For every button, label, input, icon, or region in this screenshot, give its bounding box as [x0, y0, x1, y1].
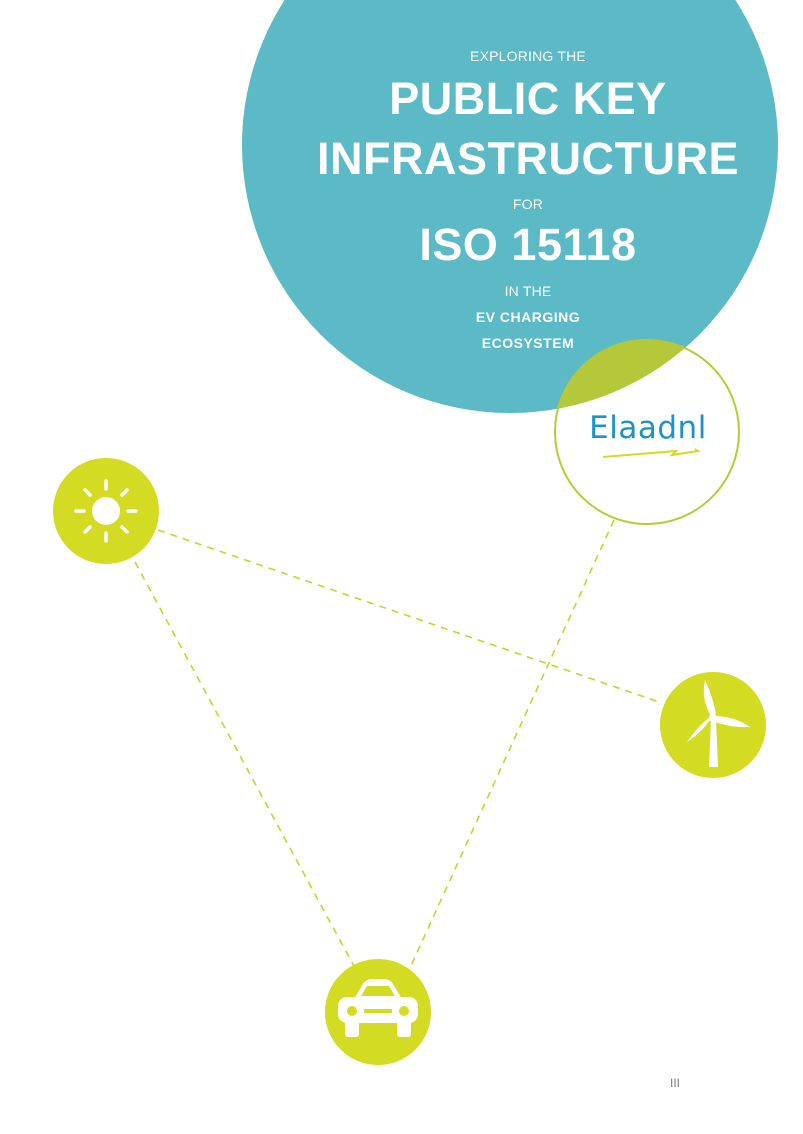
title-line-iso: ISO 15118	[419, 219, 637, 270]
logo-swoosh	[602, 448, 701, 458]
title-line-in-the: IN THE	[504, 283, 552, 299]
line-sun-wind	[157, 529, 663, 704]
car-icon	[325, 959, 431, 1065]
title-line-for: FOR	[512, 196, 544, 212]
title-line-exploring: EXPLORING THE	[470, 48, 586, 64]
wind-turbine-icon	[660, 672, 766, 778]
line-logo-car	[409, 519, 615, 969]
elaadnl-logo: Elaadnl	[589, 410, 707, 446]
line-sun-car	[134, 561, 356, 969]
title-line-ecosystem: ECOSYSTEM	[481, 335, 575, 351]
title-line-public-key: PUBLIC KEY	[389, 73, 667, 124]
title-line-infrastructure: INFRASTRUCTURE	[317, 133, 739, 184]
sun-icon	[53, 458, 159, 564]
title-line-ev-charging: EV CHARGING	[475, 309, 581, 325]
teal-circle	[242, 0, 778, 413]
connection-lines	[134, 519, 663, 969]
page-number: III	[669, 1076, 680, 1090]
